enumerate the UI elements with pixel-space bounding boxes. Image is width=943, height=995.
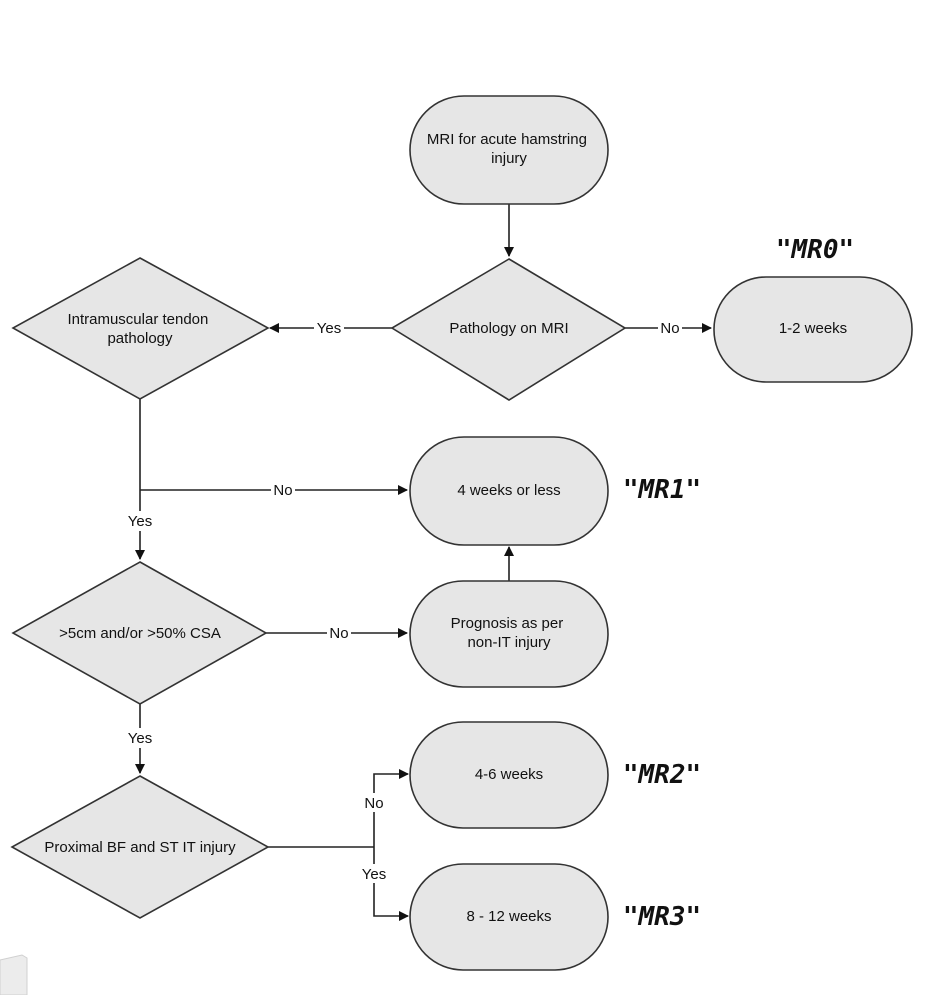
edge-label-pathology-yes: Yes: [317, 320, 341, 337]
edge-label-size-no: No: [329, 625, 348, 642]
edge-label-proximal-no: No: [364, 795, 383, 812]
node-mri-start-line1: MRI for acute hamstring: [427, 131, 587, 148]
category-mr2: "MR2": [623, 760, 701, 790]
node-mr0-label: 1-2 weeks: [779, 320, 847, 337]
node-size-label: >5cm and/or >50% CSA: [59, 625, 221, 642]
node-mri-start-line2: injury: [491, 150, 527, 167]
node-proximal-decision: Proximal BF and ST IT injury: [10, 775, 270, 919]
node-pathology-decision: Pathology on MRI: [390, 258, 627, 401]
node-mr0-outcome: 1-2 weeks: [713, 276, 913, 383]
edge-label-pathology-no: No: [660, 320, 679, 337]
edge-label-it-no: No: [273, 482, 292, 499]
node-mr2-outcome: 4-6 weeks: [409, 721, 609, 829]
edge-label-size-yes: Yes: [128, 730, 152, 747]
node-mr2-label: 4-6 weeks: [475, 766, 543, 783]
svg-text:MRI for acute hamstring: MRI for acute hamstring injury: [427, 131, 591, 167]
node-mri-start: MRI for acute hamstring injury: [409, 95, 609, 205]
node-it-pathology-line2: pathology: [107, 330, 173, 347]
node-pathology-label: Pathology on MRI: [449, 320, 568, 337]
svg-text:Prognosis as per non-IT: Prognosis as per non-IT injury: [451, 615, 568, 651]
node-non-it-line1: Prognosis as per: [451, 615, 564, 632]
node-size-decision: >5cm and/or >50% CSA: [11, 561, 268, 705]
node-mr3-label: 8 - 12 weeks: [466, 908, 551, 925]
svg-text:Intramuscular tendon pat: Intramuscular tendon pathology: [67, 311, 212, 347]
edge-label-proximal-yes: Yes: [362, 866, 386, 883]
corner-tab: [0, 954, 28, 995]
edge-proximal-no: [373, 769, 409, 847]
node-non-it-prognosis: Prognosis as per non-IT injury: [409, 580, 609, 688]
category-mr3: "MR3": [623, 902, 701, 932]
node-mr1-outcome: 4 weeks or less: [409, 436, 609, 546]
edge-label-it-yes: Yes: [128, 513, 152, 530]
node-it-pathology-decision: Intramuscular tendon pathology: [11, 257, 270, 400]
category-mr0: "MR0": [776, 235, 854, 265]
node-mr3-outcome: 8 - 12 weeks: [409, 863, 609, 971]
node-proximal-label: Proximal BF and ST IT injury: [44, 839, 236, 856]
node-mr1-label: 4 weeks or less: [457, 482, 560, 499]
node-it-pathology-line1: Intramuscular tendon: [67, 311, 208, 328]
node-non-it-line2: non-IT injury: [467, 634, 551, 651]
category-mr1: "MR1": [623, 475, 701, 505]
